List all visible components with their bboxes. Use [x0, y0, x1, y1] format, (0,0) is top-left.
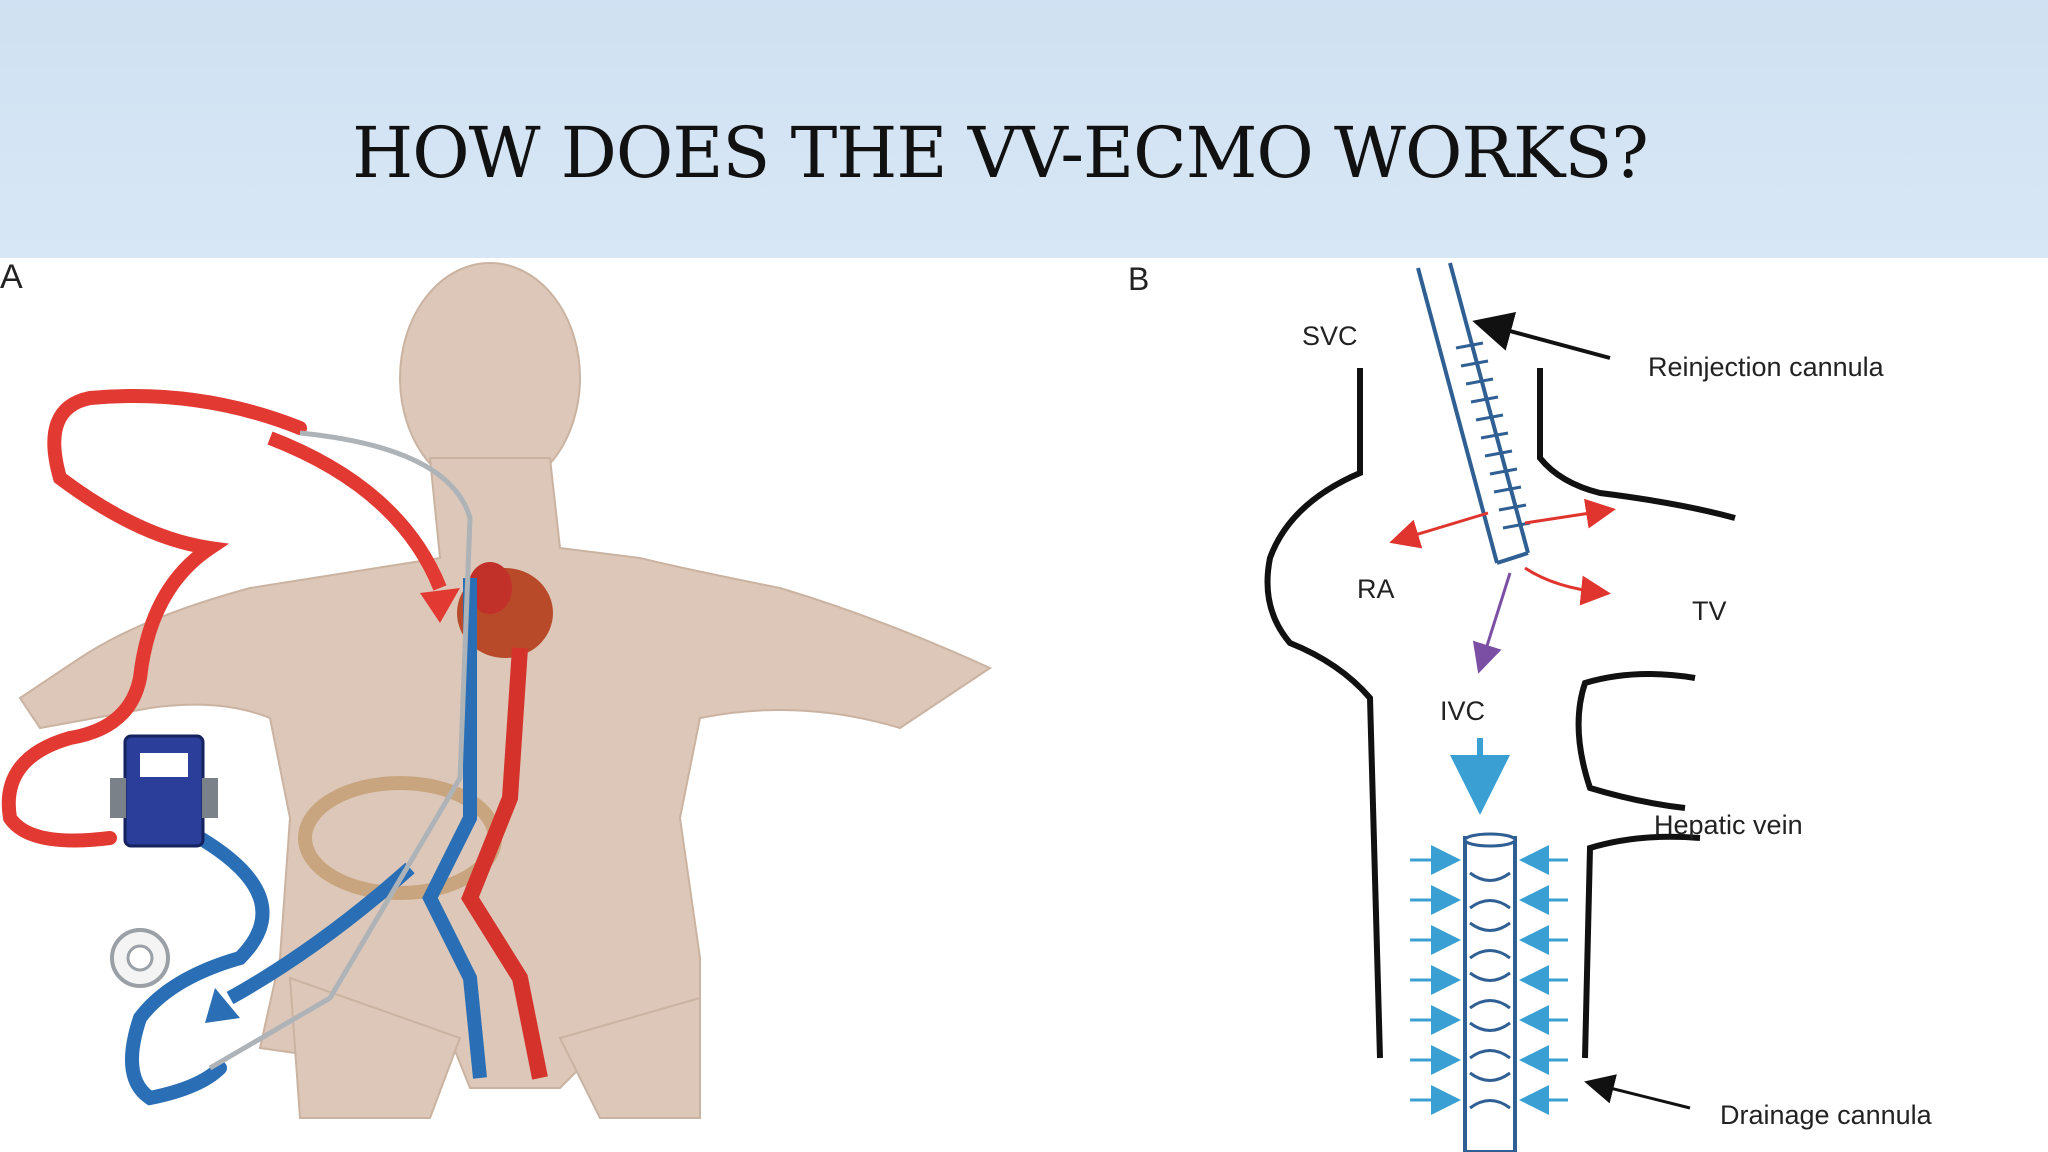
drainage-pointer [1584, 1074, 1691, 1110]
slide-title: HOW DOES THE VV-ECMO WORKS? [352, 112, 1649, 194]
panel-a-letter: A [0, 258, 23, 296]
inflow-arrows-left [1410, 845, 1461, 1115]
label-svc: SVC [1302, 321, 1358, 351]
flow-arrow-left [1389, 511, 1489, 549]
vessel-wall-left [1264, 368, 1383, 1059]
oxygenator-device [110, 734, 218, 848]
heart-icon [457, 562, 553, 658]
inflow-arrows-right [1519, 845, 1568, 1115]
slide-header [0, 0, 2048, 258]
panel-a-body-illustration: A [0, 258, 993, 1119]
vessel-wall-right-upper [1537, 368, 1736, 521]
cannula-wire [208, 430, 473, 1071]
panel-b-letter: B [1128, 261, 1149, 297]
vessel-wall-right-lower [1582, 833, 1701, 1059]
drainage-arrowhead [205, 988, 240, 1023]
label-drainage-cannula: Drainage cannula [1720, 1100, 1933, 1130]
pump-device [110, 928, 170, 988]
label-ivc: IVC [1440, 696, 1485, 726]
flow-arrow-right [1524, 498, 1616, 529]
flow-arrow-ivc [1472, 572, 1512, 674]
reinjection-pointer [1472, 312, 1611, 360]
aorta-vessel [461, 647, 548, 1080]
flow-arrow-tv [1524, 566, 1611, 606]
label-hepatic-vein: Hepatic vein [1654, 810, 1803, 840]
drainage-tubing [125, 831, 270, 1106]
label-reinjection-cannula: Reinjection cannula [1648, 352, 1885, 382]
vena-cava-vessel [422, 578, 487, 1079]
reinjection-arrowhead [420, 588, 460, 623]
label-ra: RA [1357, 574, 1395, 604]
drainage-arrow [226, 862, 415, 1005]
reinjection-tubing [1, 389, 307, 848]
label-tv: TV [1692, 596, 1727, 626]
reinjection-arrow [267, 431, 447, 591]
drainage-cannula [1463, 832, 1517, 1152]
panel-b-cannula-schematic: B [1128, 261, 1933, 1152]
hepatic-branch-wall [1575, 671, 1696, 811]
